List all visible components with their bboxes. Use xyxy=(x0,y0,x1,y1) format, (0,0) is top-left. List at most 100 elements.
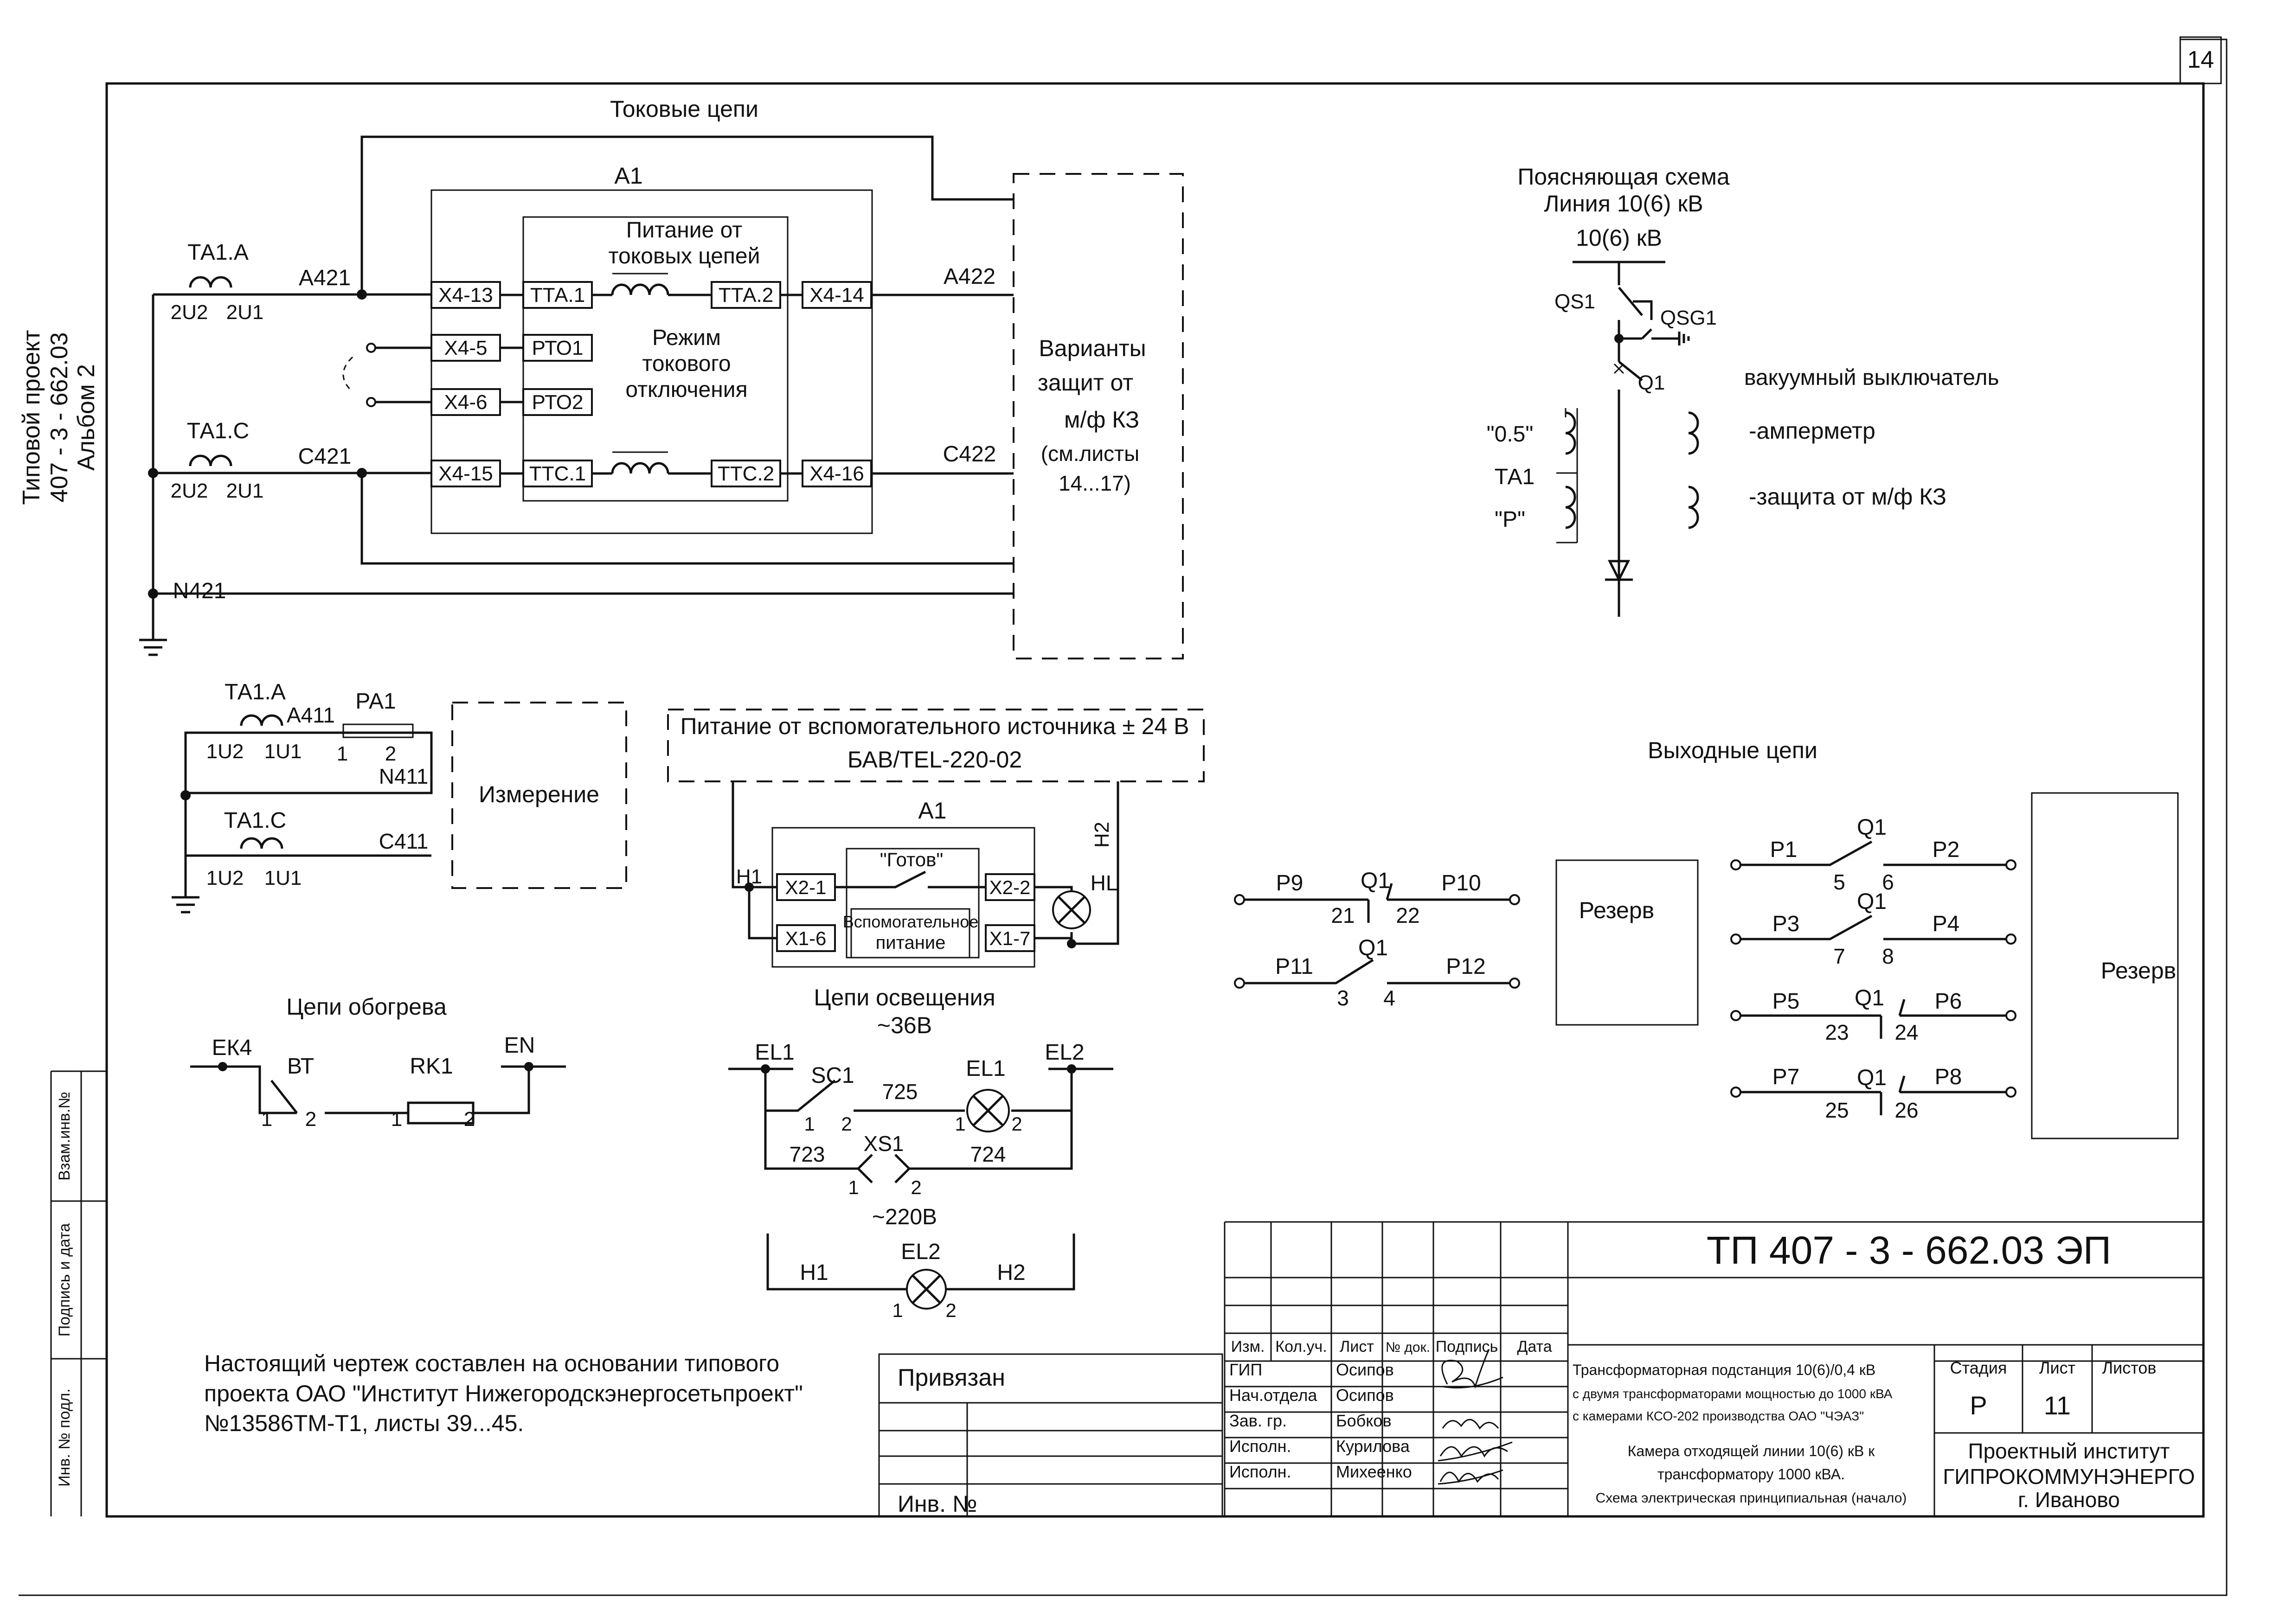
contact-4-a: 7 xyxy=(1833,944,1845,968)
ta1c-2u1: 2U1 xyxy=(226,480,264,502)
contact-4-q: Q1 xyxy=(1857,889,1887,914)
name-2: Осипов xyxy=(1336,1386,1394,1405)
aux-power-2: питание xyxy=(876,933,946,953)
block-a1-label: А1 xyxy=(614,163,642,189)
heating-diagram: Цепи обогрева ЕК4 ВТ RK1 EN 1 2 1 2 xyxy=(190,994,566,1131)
terminal-tta1: ТТА.1 xyxy=(530,284,585,307)
note-line-3: №13586ТМ-Т1, листы 39...45. xyxy=(204,1410,524,1436)
contact-3-b: 6 xyxy=(1882,870,1894,894)
contact-3-right: Р2 xyxy=(1933,838,1960,862)
role-1: ГИП xyxy=(1229,1360,1262,1379)
ta1c-label: ТА1.С xyxy=(187,419,249,443)
aux-block-a1: А1 xyxy=(918,798,946,824)
ta1c-2u2: 2U2 xyxy=(171,480,208,502)
contact-1-q: Q1 xyxy=(1361,869,1390,893)
wire-c421: С421 xyxy=(298,444,352,469)
terminal-x4-6: Х4-6 xyxy=(444,391,488,414)
contact-group-5: Р5 Q1 Р6 23 24 xyxy=(1730,986,2016,1044)
contact-3-q: Q1 xyxy=(1857,815,1887,840)
output-circuits-diagram: Выходные цепи Резерв Резерв Р9 Q1 Р10 21… xyxy=(1234,737,2179,1139)
contact-6-q: Q1 xyxy=(1857,1066,1887,1090)
terminal-ttc2: ТТС.2 xyxy=(718,462,774,485)
sheet-value: 11 xyxy=(2044,1391,2071,1420)
side-stamp-line1: Типовой проект xyxy=(18,330,45,505)
signature-2 xyxy=(1442,1419,1499,1430)
contact-1-right: Р10 xyxy=(1441,871,1481,895)
variants-line1: Варианты xyxy=(1039,335,1146,361)
heating-title: Цепи обогрева xyxy=(286,994,447,1020)
drawing-line-1: Камера отходящей линии 10(6) кВ к xyxy=(1628,1443,1875,1459)
left-stamp-c: Инв. № подл. xyxy=(56,1388,73,1487)
variants-line4: (см.листы xyxy=(1041,441,1139,466)
hdr-sign: Подпись xyxy=(1436,1338,1498,1355)
heating-t3: 1 xyxy=(391,1108,402,1131)
lighting-title-1: Цепи освещения xyxy=(814,985,995,1010)
lighting-el2-lamp: EL2 xyxy=(901,1240,940,1264)
terminal-x1-7: Х1-7 xyxy=(989,927,1031,949)
terminal-pto2: РТО2 xyxy=(532,391,584,414)
project-line-2: с двумя трансформаторами мощностью до 10… xyxy=(1573,1387,1893,1401)
heating-en: EN xyxy=(504,1033,535,1058)
inv-label: Инв. № xyxy=(898,1491,977,1517)
heating-rk1: RK1 xyxy=(410,1054,453,1079)
role-5: Исполн. xyxy=(1229,1462,1291,1481)
terminal-x2-2: Х2-2 xyxy=(989,876,1031,898)
bound-label: Привязан xyxy=(898,1364,1005,1391)
terminal-tta2: ТТА.2 xyxy=(719,284,773,307)
contact-group-2: Р11 Q1 Р12 3 4 xyxy=(1234,936,1520,1010)
lighting-h1: Н1 xyxy=(800,1260,828,1285)
mode-line2: токового xyxy=(642,352,731,376)
contact-group-3: Р1 Q1 Р2 5 6 xyxy=(1730,815,2016,894)
lighting-h2: Н2 xyxy=(997,1260,1025,1285)
side-stamp-line2: 407 - 3 - 662.03 xyxy=(46,332,73,502)
note-line-2: проекта ОАО "Институт Нижегородскэнергос… xyxy=(204,1381,803,1407)
meas-1u2-c: 1U2 xyxy=(206,867,244,889)
contact-group-6: Р7 Q1 Р8 25 26 xyxy=(1730,1065,2016,1122)
meas-pa1: РА1 xyxy=(355,689,396,714)
qs1-label: QS1 xyxy=(1554,290,1595,313)
variants-line5: 14...17) xyxy=(1059,471,1131,495)
explanatory-diagram: Поясняющая схема Линия 10(6) кВ 10(6) кВ… xyxy=(1487,164,1999,617)
contact-5-right: Р6 xyxy=(1935,989,1962,1014)
contact-3-a: 5 xyxy=(1833,870,1845,894)
lighting-el1: EL1 xyxy=(755,1040,794,1065)
meas-pin1: 1 xyxy=(337,742,348,765)
lighting-n1b: 1 xyxy=(955,1113,965,1135)
hdr-doc: № док. xyxy=(1386,1340,1430,1355)
reserve-small: Резерв xyxy=(1579,897,1654,923)
qsg1-label: QSG1 xyxy=(1660,307,1717,329)
supply-line1: Питание от xyxy=(626,218,742,243)
terminal-x4-14: Х4-14 xyxy=(809,284,864,307)
protection-label: -защита от м/ф КЗ xyxy=(1749,484,1946,510)
lighting-n1a: 1 xyxy=(804,1113,815,1135)
signature-1 xyxy=(1441,1349,1503,1389)
explanatory-title-1: Поясняющая схема xyxy=(1517,164,1730,190)
drawing-line-3: Схема электрическая принципиальная (нача… xyxy=(1596,1490,1907,1506)
meas-ta1c: ТА1.С xyxy=(224,808,286,833)
lighting-220v: ~220В xyxy=(872,1205,937,1229)
aux-model-text: БАВ/TEL-220-02 xyxy=(848,747,1022,773)
heating-ek4: ЕК4 xyxy=(212,1036,252,1060)
lighting-title-2: ~36В xyxy=(877,1012,932,1038)
sheets-header: Листов xyxy=(2102,1358,2157,1377)
contact-5-q: Q1 xyxy=(1855,986,1884,1010)
lighting-n2a: 2 xyxy=(841,1113,852,1135)
contact-5-left: Р5 xyxy=(1772,989,1800,1014)
ct-05-label: "0.5" xyxy=(1487,422,1534,447)
left-stamp-a: Взам.инв.№ xyxy=(56,1092,73,1181)
project-line-3: с камерами КСО-202 производства ОАО "ЧЭА… xyxy=(1573,1409,1864,1423)
ammeter-label: -амперметр xyxy=(1749,418,1875,444)
name-1: Осипов xyxy=(1336,1360,1394,1379)
measurement-label: Измерение xyxy=(479,781,599,807)
mode-line1: Режим xyxy=(652,326,721,350)
measurement-diagram: Измерение ТА1.А А411 РА1 1U2 1U1 1 2 N41… xyxy=(172,680,627,914)
mode-line3: отключения xyxy=(625,377,747,402)
explanatory-title-2: Линия 10(6) кВ xyxy=(1544,191,1703,217)
aux-power-1: Вспомогательное xyxy=(843,912,978,931)
lighting-724: 724 xyxy=(970,1142,1006,1166)
contact-group-1: Р9 Q1 Р10 21 22 xyxy=(1234,869,1520,927)
contact-4-b: 8 xyxy=(1882,944,1894,968)
q1-label: Q1 xyxy=(1638,371,1665,394)
meas-a411: А411 xyxy=(287,703,335,727)
